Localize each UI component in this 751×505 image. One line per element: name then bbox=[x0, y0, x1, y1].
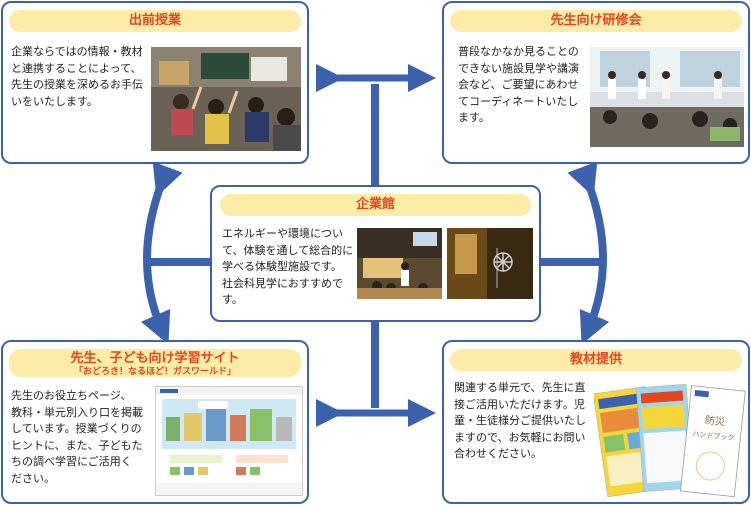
materials-booklets: 防災 ハンドブック bbox=[592, 380, 746, 500]
card-description: 企業ならではの情報・教材 と連携することによって、 先生の授業を深めるお手伝 い… bbox=[11, 45, 143, 108]
card-teacher-training: 先生向け研修会 普段なかなか見ることの できない施設見学や講演 会など、ご要望に… bbox=[442, 1, 750, 164]
card-description: 先生のお役立ちページ、 教科・単元別入り口を掲載 しています。授業づくりの ヒン… bbox=[11, 389, 143, 485]
card-demo-class: 出前授業 企業ならではの情報・教材 と連携することによって、 先生の授業を深める… bbox=[1, 1, 309, 164]
arrow-right-curved bbox=[567, 161, 610, 345]
card-description: 関連する単元で、先生に直 接ご活用いただけます。児 童・生徒様分ご提供いたし ま… bbox=[454, 381, 586, 460]
card-title-main: 先生、子ども向け学習サイト bbox=[70, 351, 240, 366]
training-photo bbox=[590, 47, 744, 147]
card-learning-site: 先生、子ども向け学習サイト 「おどろき！なるほど！ガスワールド」 先生のお役立ち… bbox=[1, 340, 309, 504]
card-title: 先生向け研修会 bbox=[450, 10, 742, 32]
card-subtitle: 「おどろき！なるほど！ガスワールド」 bbox=[73, 367, 236, 377]
svg-text:ハンドブック: ハンドブック bbox=[692, 429, 735, 442]
exhibit-photo-2 bbox=[447, 228, 533, 299]
card-title: 企業館 bbox=[220, 194, 531, 216]
card-description: 普段なかなか見ることの できない施設見学や講演 会など、ご要望にあわせ てコーデ… bbox=[458, 45, 579, 124]
arrow-left-curved bbox=[140, 161, 183, 345]
card-title: 出前授業 bbox=[9, 10, 301, 32]
card-title: 先生、子ども向け学習サイト 「おどろき！なるほど！ガスワールド」 bbox=[9, 349, 301, 377]
svg-text:防災: 防災 bbox=[704, 413, 725, 428]
card-title: 教材提供 bbox=[450, 349, 742, 371]
card-materials: 教材提供 関連する単元で、先生に直 接ご活用いただけます。児 童・生徒様分ご提供… bbox=[442, 340, 750, 504]
card-corporate-hall: 企業館 エネルギーや環境につい て、体験を通して総合的に 学べる体験型施設です。… bbox=[210, 185, 541, 322]
exhibit-photo-1 bbox=[357, 228, 442, 299]
website-screenshot bbox=[155, 386, 303, 496]
classroom-photo bbox=[151, 47, 301, 151]
card-description: エネルギーや環境につい て、体験を通して総合的に 学べる体験型施設です。 社会科… bbox=[222, 227, 354, 306]
